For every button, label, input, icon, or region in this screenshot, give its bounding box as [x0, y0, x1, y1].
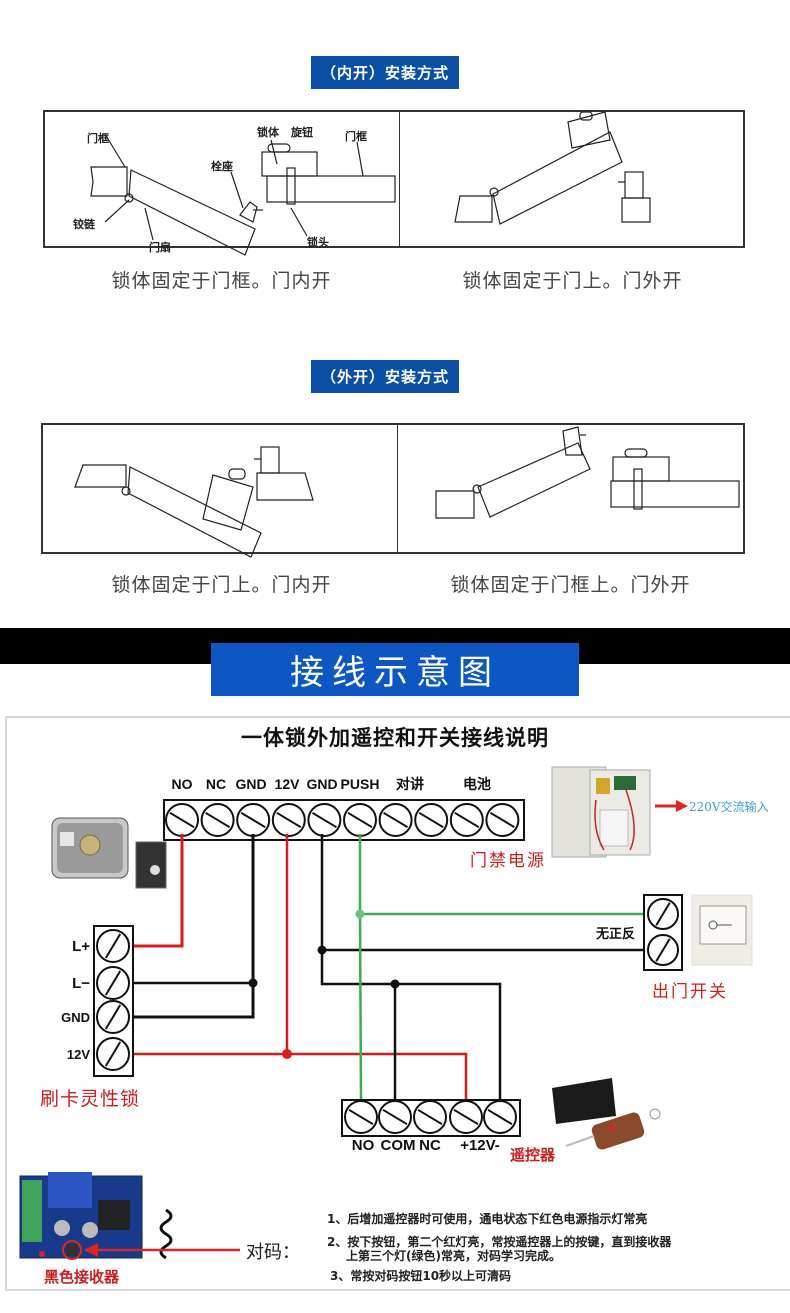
terminal-label: COM — [381, 1137, 416, 1154]
note-2: 2、按下按钮，第二个红灯亮，常按遥控器上的按键，直到接收器 — [327, 1235, 671, 1249]
wire-12v-to-remote — [287, 1054, 466, 1100]
terminal-label: NC — [206, 776, 226, 792]
power-supply-label: 门禁电源 — [470, 846, 546, 871]
terminal-label: 12V — [67, 1047, 90, 1062]
terminal-label: NC — [419, 1137, 441, 1154]
terminal-label: L+ — [72, 938, 90, 955]
terminal-label: GND — [61, 1010, 90, 1025]
wire-gnd2-to-remote — [322, 950, 500, 1100]
remote-label: 遥控器 — [510, 1144, 555, 1165]
pairing-label: 对码： — [246, 1238, 300, 1264]
note-3: 3、常按对码按钮10秒以上可清码 — [330, 1269, 511, 1283]
terminal-label: GND — [235, 776, 266, 792]
card-lock-label: 刷卡灵性锁 — [40, 1084, 140, 1111]
ac-input-label: 220V交流输入 — [689, 799, 769, 814]
junction-dot — [318, 946, 327, 955]
terminal-label: NO — [172, 776, 193, 792]
electric-lock-image — [52, 818, 166, 888]
terminal-label: +12V- — [460, 1137, 500, 1154]
terminal-label: 对讲 — [396, 776, 424, 792]
terminal-label: PUSH — [341, 776, 380, 792]
junction-dot — [282, 1049, 292, 1059]
junction-dot — [391, 980, 400, 989]
receiver-label: 黑色接收器 — [44, 1266, 119, 1287]
ac-input-arrowhead — [676, 800, 688, 812]
terminal-label: GND — [306, 776, 337, 792]
junction-dot — [249, 979, 258, 988]
note-2-continued: 上第三个灯(绿色)常亮，对码学习完成。 — [346, 1249, 561, 1263]
terminal-label: L− — [72, 975, 90, 992]
note-1: 1、后增加遥控器时可使用，通电状态下红色电源指示灯常亮 — [327, 1212, 647, 1226]
power-supply-image — [552, 767, 650, 857]
junction-dot — [356, 910, 365, 919]
wire-push-to-remote-no — [360, 914, 361, 1100]
terminal-label: 电池 — [463, 776, 491, 792]
terminal-label: NO — [352, 1137, 375, 1154]
exit-switch-image — [692, 895, 752, 965]
remote-control-image — [552, 1078, 660, 1151]
exit-switch-polarity: 无正反 — [595, 926, 635, 941]
exit-switch-label: 出门开关 — [652, 977, 728, 1002]
terminal-label: 12V — [275, 776, 301, 792]
